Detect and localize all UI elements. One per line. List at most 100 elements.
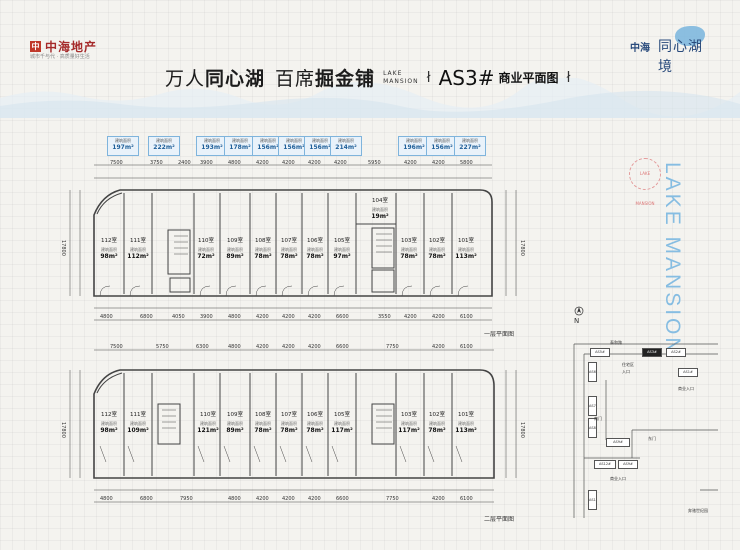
- dimension-value: 6100: [460, 496, 473, 502]
- site-block: AS2#: [666, 348, 686, 357]
- title-subtitle: 商业平面图: [498, 71, 559, 85]
- room-area-value: 117m²: [331, 427, 353, 434]
- site-block: AS13#: [588, 490, 597, 510]
- room-area-label: 建筑面积: [401, 247, 417, 252]
- room-area-label: 建筑面积: [198, 247, 214, 252]
- room-area-value: 112m²: [127, 253, 149, 260]
- room-name: 103室: [401, 412, 417, 418]
- room-area-value: 78m²: [306, 253, 324, 260]
- room-area-label: 建筑面积: [255, 421, 271, 426]
- dimension-value: 4200: [282, 314, 295, 320]
- developer-logo: 中 中海地产: [30, 38, 97, 55]
- room-name: 110室: [198, 238, 214, 244]
- dimension-value: 4050: [172, 314, 185, 320]
- area-badge-label: 建筑面积: [312, 138, 328, 143]
- area-badge-label: 建筑面积: [260, 138, 276, 143]
- dimension-value: 3900: [200, 160, 213, 166]
- room-name: 110室: [200, 412, 216, 418]
- title-separator: ł: [426, 69, 431, 86]
- area-badge-value: 178m²: [229, 144, 251, 151]
- room-name: 101室: [458, 238, 474, 244]
- dimension-value: 4200: [256, 314, 269, 320]
- room-area-label: 建筑面积: [458, 247, 474, 252]
- area-badge-value: 156m²: [309, 144, 331, 151]
- room-area-value: 113m²: [455, 253, 477, 260]
- room-name: 107室: [281, 412, 297, 418]
- room-area-value: 109m²: [127, 427, 149, 434]
- room-area-value: 89m²: [226, 253, 244, 260]
- floor1-side-dimension-right: 17800: [519, 240, 525, 256]
- dimension-value: 5750: [156, 344, 169, 350]
- room-area-value: 78m²: [428, 253, 446, 260]
- room-name: 107室: [281, 238, 297, 244]
- dimension-value: 4800: [100, 496, 113, 502]
- dimension-value: 6300: [196, 344, 209, 350]
- developer-slogan: 城市千与代 · 高质量好生活: [30, 54, 90, 60]
- room-name: 105室: [334, 238, 350, 244]
- room-name: 105室: [334, 412, 350, 418]
- dimension-value: 4800: [228, 496, 241, 502]
- site-label-residential: 住宅区: [622, 362, 634, 367]
- dimension-value: 6100: [460, 344, 473, 350]
- dimension-value: 4200: [432, 344, 445, 350]
- compass-north-label: N: [574, 317, 580, 325]
- dimension-value: 4200: [256, 344, 269, 350]
- site-bottom-label: 奔驰世纪园: [688, 508, 708, 513]
- room-area-label: 建筑面积: [101, 247, 117, 252]
- room-name: 109室: [227, 238, 243, 244]
- dimension-value: 4200: [282, 344, 295, 350]
- project-logo-prefix: 中海: [630, 43, 650, 54]
- dimension-value: 7950: [180, 496, 193, 502]
- dimension-value: 6600: [336, 314, 349, 320]
- site-label-shop-entrance-2: 商业入口: [610, 476, 626, 481]
- room-area-value: 113m²: [455, 427, 477, 434]
- dimension-value: 4800: [228, 314, 241, 320]
- area-badge-value: 197m²: [112, 144, 134, 151]
- dimension-value: 7750: [386, 344, 399, 350]
- site-label-shop-entrance-1: 商业入口: [678, 386, 694, 391]
- room-area-label: 建筑面积: [227, 421, 243, 426]
- dimension-value: 4200: [308, 344, 321, 350]
- room-area-value: 121m²: [197, 427, 219, 434]
- developer-name: 中海地产: [45, 40, 98, 54]
- dimension-value: 7750: [386, 496, 399, 502]
- room-area-value: 98m²: [100, 253, 118, 260]
- title-part2-prefix: 百席: [275, 68, 316, 90]
- site-plan: AS5#AS3#AS2#AS1#AS6#AS7#AS8#AS9#AS12#AS9…: [570, 340, 718, 518]
- room-area-label: 建筑面积: [307, 421, 323, 426]
- room-name: 112室: [101, 412, 117, 418]
- room-area-label: 建筑面积: [334, 247, 350, 252]
- room-area-label: 建筑面积: [101, 421, 117, 426]
- site-label-south-gate: 南门: [594, 416, 602, 421]
- dimension-value: 4200: [404, 160, 417, 166]
- dimension-value: 4200: [256, 160, 269, 166]
- title-part1-bold: 同心湖: [205, 68, 266, 90]
- room-name: 104室: [372, 198, 388, 204]
- room-area-value: 78m²: [280, 253, 298, 260]
- area-badge-value: 156m²: [257, 144, 279, 151]
- area-badge-value: 227m²: [459, 144, 481, 151]
- floor2-side-dimension-left: 17800: [60, 422, 66, 438]
